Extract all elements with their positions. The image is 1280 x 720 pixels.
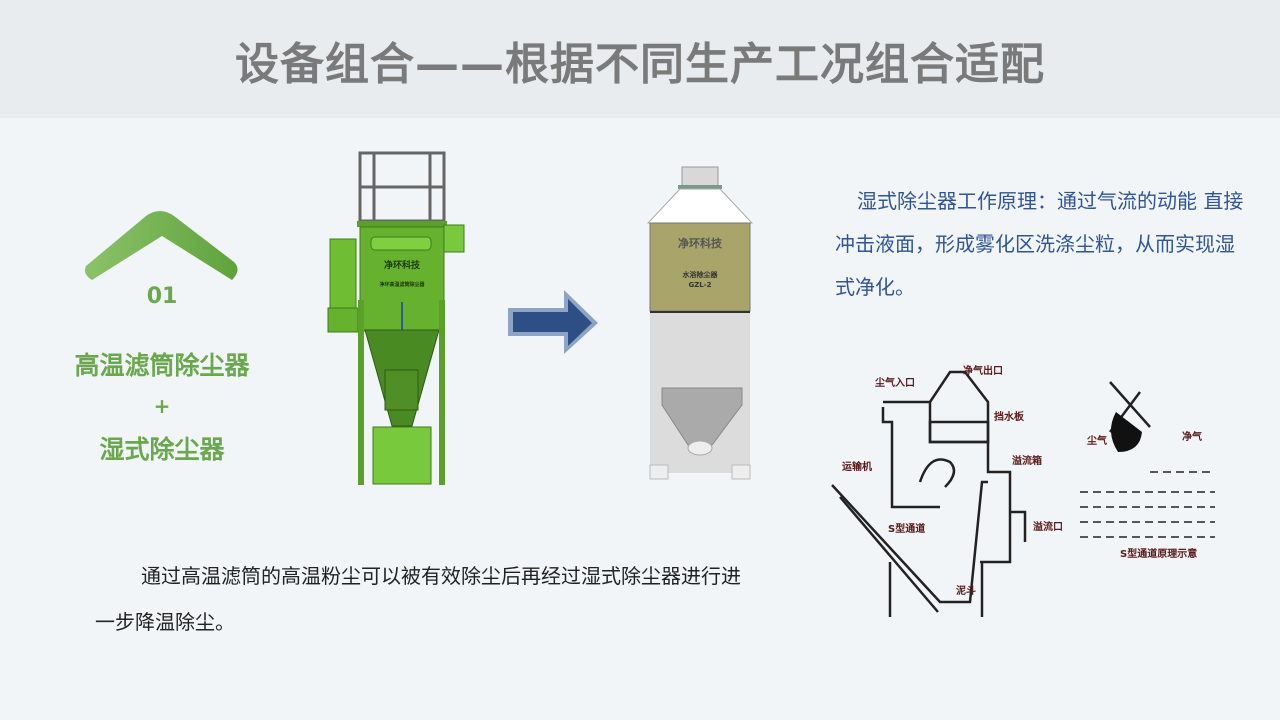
arrow-right-icon	[508, 290, 598, 354]
label-baffle: 挡水板	[994, 410, 1025, 423]
combo-item-1: 高温滤筒除尘器	[74, 351, 250, 380]
diagram-caption: S型通道原理示意	[1120, 547, 1197, 560]
label-dust-inlet: 尘气入口	[875, 376, 915, 389]
combination-description: 通过高温滤筒的高温粉尘可以被有效除尘后再经过湿式除尘器进行进一步降温除尘。	[95, 564, 741, 634]
label-clean-gas: 净气	[1182, 430, 1202, 443]
title-bar: 设备组合——根据不同生产工况组合适配	[0, 0, 1280, 118]
chevron-up-icon	[84, 211, 238, 280]
gray-machine-brand: 净环科技	[678, 236, 723, 250]
green-machine-brand: 净环科技	[384, 259, 421, 271]
page-title: 设备组合——根据不同生产工况组合适配	[235, 39, 1045, 90]
combo-item-2: 湿式除尘器	[99, 435, 225, 464]
label-s-channel: S型通道	[888, 522, 925, 535]
label-mud-hopper: 泥斗	[956, 584, 976, 597]
wet-dust-collector-image: 净环科技 水浴除尘器 GZL-2	[646, 166, 754, 480]
label-overflow-box: 溢流箱	[1012, 454, 1042, 467]
label-clean-outlet: 净气出口	[963, 364, 1003, 377]
step-number: 01	[146, 284, 178, 309]
label-overflow-port: 溢流口	[1033, 520, 1063, 533]
high-temp-filter-collector-image: 净环科技 净环高温滤筒除尘器	[327, 151, 465, 485]
gray-machine-name: 水浴除尘器	[683, 270, 719, 279]
principle-text: 湿式除尘器工作原理：通过气流的动能 直接冲击液面，形成雾化区洗涤尘粒，从而实现湿…	[835, 189, 1244, 299]
s-channel-diagram: 尘气入口 净气出口 挡水板 溢流箱 运输机 S型通道 溢流口 泥斗 尘气 净气 …	[831, 364, 1215, 617]
green-machine-model: 净环高温滤筒除尘器	[379, 281, 425, 288]
label-conveyor: 运输机	[842, 460, 872, 473]
gray-machine-model: GZL-2	[688, 281, 711, 289]
plus-sign: +	[153, 394, 171, 418]
label-dust-gas: 尘气	[1087, 434, 1107, 447]
